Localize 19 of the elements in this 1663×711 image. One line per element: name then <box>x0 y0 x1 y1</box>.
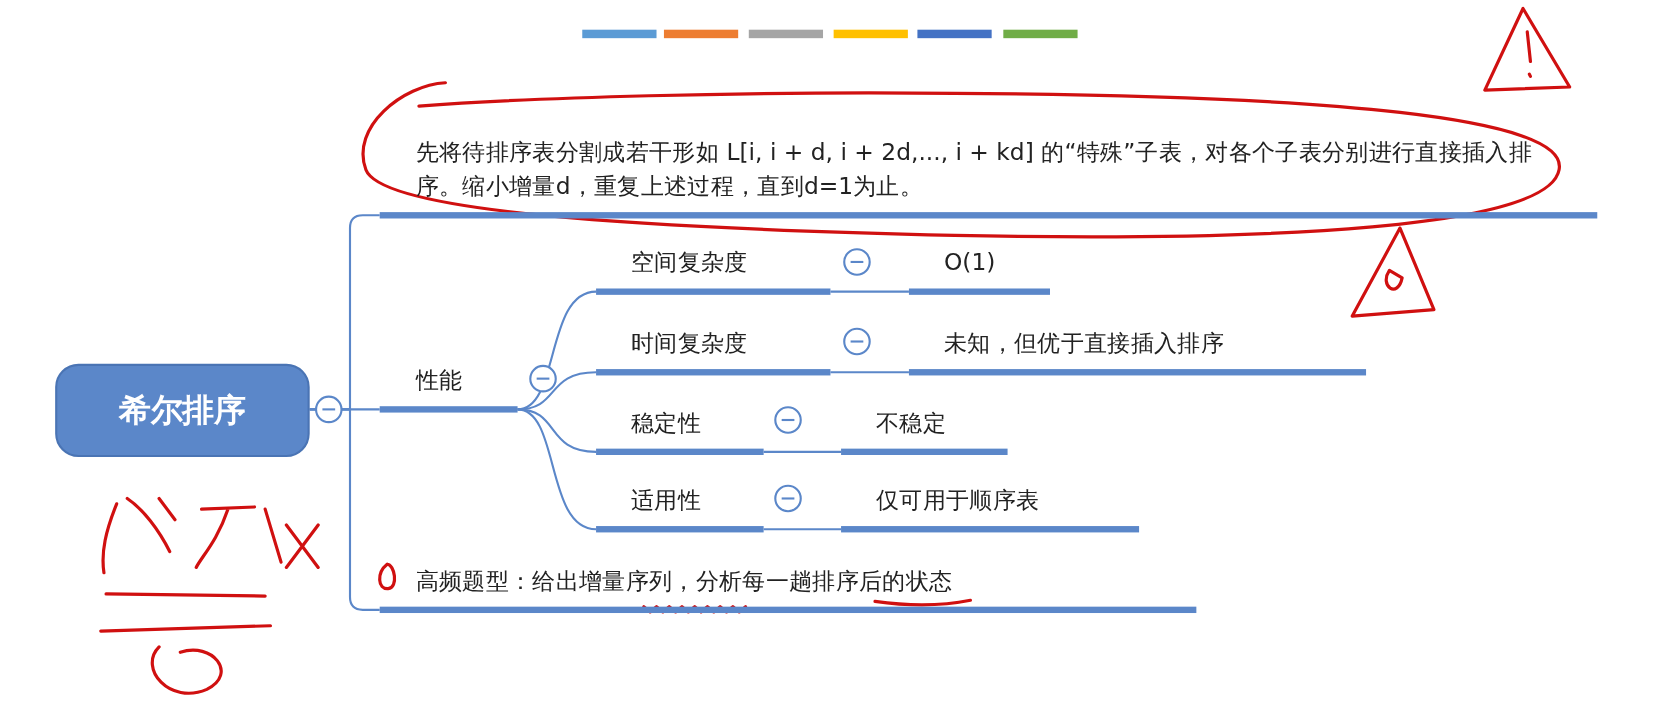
connector-line <box>763 450 842 453</box>
branch-topic: 空间复杂度 <box>596 237 831 295</box>
connector-line <box>830 290 909 293</box>
branch-topic: 未知，但优于直接插入排序 <box>908 317 1367 376</box>
connector-line <box>830 371 909 374</box>
branch-topic: 稳定性 <box>596 395 764 455</box>
connector-line <box>309 408 380 611</box>
branch-topic: 适用性 <box>596 474 764 533</box>
branch-topic: O(1) <box>908 237 1050 295</box>
branch-topic: 性能 <box>379 354 518 413</box>
branch-topic: 时间复杂度 <box>596 317 831 376</box>
topic-box: 希尔排序 <box>55 363 310 458</box>
branch-topic: 不稳定 <box>841 395 1008 455</box>
branch-topic: 高频题型：给出增量序列，分析每一趟排序后的状态 <box>379 554 1197 614</box>
connector-line <box>763 528 842 531</box>
connector-line <box>517 408 597 531</box>
connector-line <box>517 371 597 411</box>
branch-topic: 先将待排序表分割成若干形如 L[i, i + d, i + 2d,..., i + kd] 的“特殊”子表，对各个子表分别进行直接插入排序。缩小增量d，重复上述过程，直到d=1为止。 <box>379 114 1598 219</box>
branch-topic: 仅可用于顺序表 <box>841 474 1140 533</box>
